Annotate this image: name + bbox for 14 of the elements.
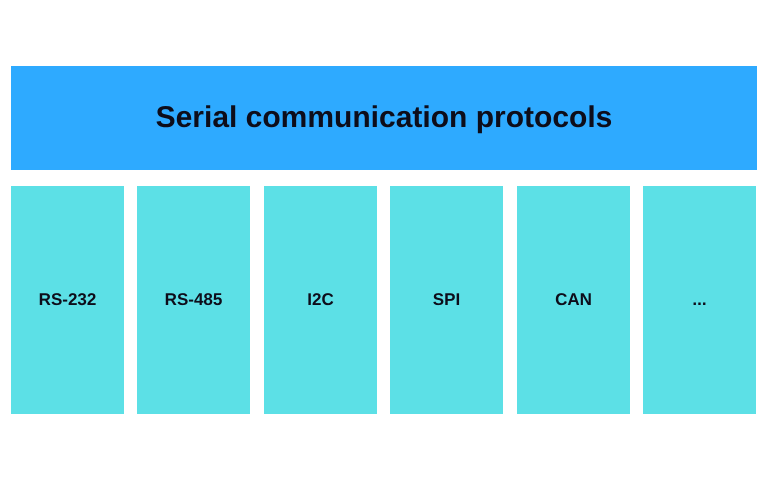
protocol-box (264, 186, 377, 414)
protocol-box (643, 186, 756, 414)
heading: Serial communication protocols (156, 101, 612, 135)
protocol-box (390, 186, 503, 414)
protocol-box (137, 186, 250, 414)
protocol-label: ... (692, 290, 707, 310)
protocol-label: CAN (555, 290, 592, 310)
protocol-box (517, 186, 630, 414)
protocol-label: SPI (432, 290, 460, 310)
header-band (11, 66, 757, 170)
protocol-label: I2C (307, 290, 334, 310)
protocol-label: RS-232 (38, 290, 96, 310)
protocol-label: RS-485 (164, 290, 222, 310)
protocol-box (11, 186, 124, 414)
